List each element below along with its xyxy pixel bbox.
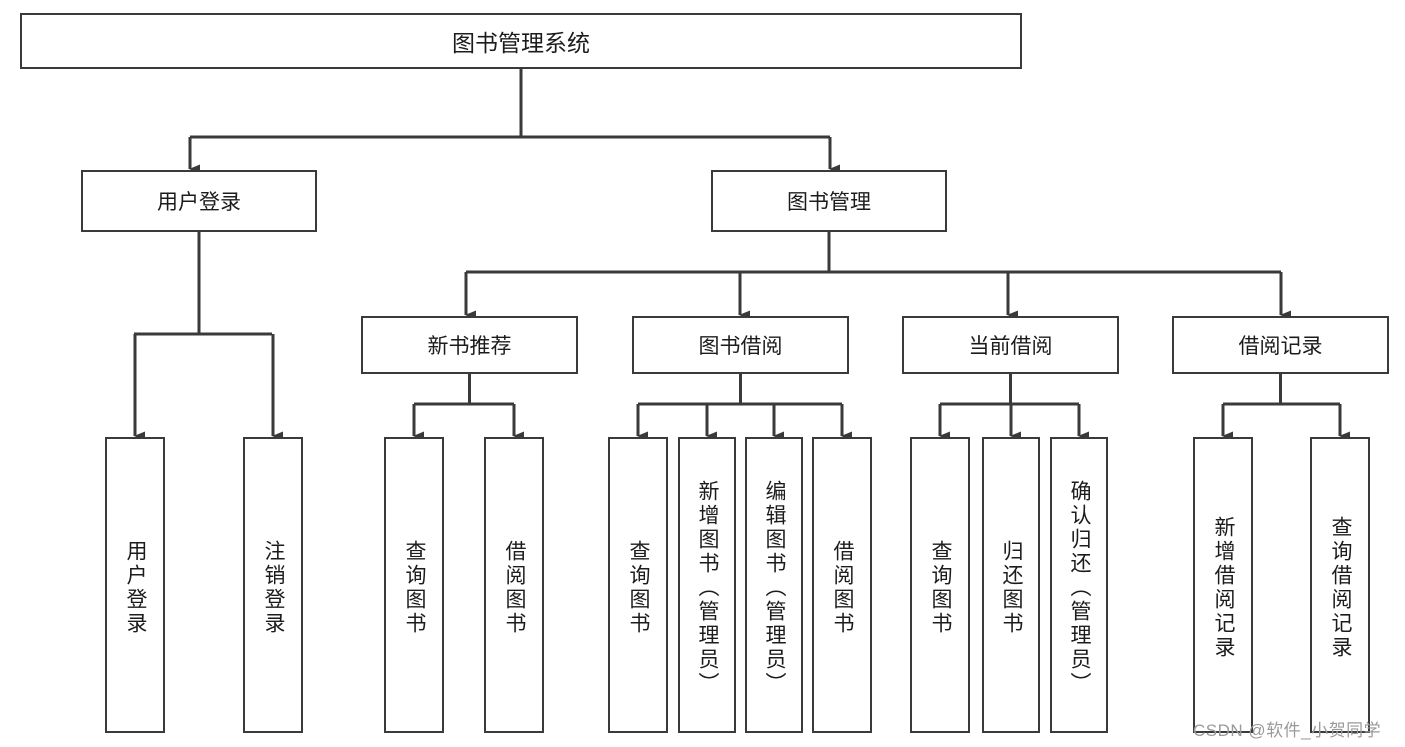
leaf-logout-login[interactable]: 注销登录 [243, 437, 303, 733]
leaf-query-book-1[interactable]: 查询图书 [384, 437, 444, 733]
leaf-query-book-2[interactable]: 查询图书 [608, 437, 668, 733]
node-label: 查询图书 [627, 540, 651, 636]
node-borrow-record[interactable]: 借阅记录 [1172, 316, 1389, 374]
node-label: 编辑图书（管理员） [763, 480, 787, 696]
node-label: 图书管理系统 [452, 30, 590, 56]
node-label: 借阅记录 [1238, 335, 1323, 358]
node-label: 新书推荐 [427, 335, 512, 358]
node-label: 确认归还（管理员） [1068, 480, 1092, 696]
leaf-query-borrow-record[interactable]: 查询借阅记录 [1310, 437, 1370, 733]
leaf-query-book-3[interactable]: 查询图书 [910, 437, 970, 733]
node-root[interactable]: 图书管理系统 [20, 13, 1022, 69]
leaf-confirm-return-admin[interactable]: 确认归还（管理员） [1050, 437, 1108, 733]
node-label: 当前借阅 [968, 335, 1053, 358]
node-label: 查询图书 [929, 540, 953, 636]
node-label: 归还图书 [1000, 540, 1024, 636]
node-label: 用户登录 [157, 191, 241, 214]
leaf-borrow-book-2[interactable]: 借阅图书 [812, 437, 872, 733]
leaf-return-book[interactable]: 归还图书 [982, 437, 1040, 733]
node-label: 新增图书（管理员） [696, 480, 720, 696]
leaf-edit-book-admin[interactable]: 编辑图书（管理员） [745, 437, 803, 733]
node-user-login[interactable]: 用户登录 [81, 170, 317, 232]
node-label: 借阅图书 [831, 540, 855, 636]
node-label: 图书管理 [787, 191, 871, 214]
csdn-watermark: CSDN @软件_小贺同学 [1193, 721, 1382, 740]
node-label: 新增借阅记录 [1212, 516, 1236, 660]
leaf-borrow-book-1[interactable]: 借阅图书 [484, 437, 544, 733]
leaf-add-borrow-record[interactable]: 新增借阅记录 [1193, 437, 1253, 733]
node-new-book-recommend[interactable]: 新书推荐 [361, 316, 578, 374]
node-book-manage[interactable]: 图书管理 [711, 170, 947, 232]
node-label: 查询图书 [403, 540, 427, 636]
node-label: 用户登录 [124, 540, 148, 636]
leaf-user-login[interactable]: 用户登录 [105, 437, 165, 733]
node-current-borrow[interactable]: 当前借阅 [902, 316, 1119, 374]
node-label: 图书借阅 [698, 335, 783, 358]
node-book-borrow[interactable]: 图书借阅 [632, 316, 849, 374]
node-label: 查询借阅记录 [1329, 516, 1353, 660]
node-label: 借阅图书 [503, 540, 527, 636]
leaf-add-book-admin[interactable]: 新增图书（管理员） [678, 437, 736, 733]
node-label: 注销登录 [262, 540, 286, 636]
